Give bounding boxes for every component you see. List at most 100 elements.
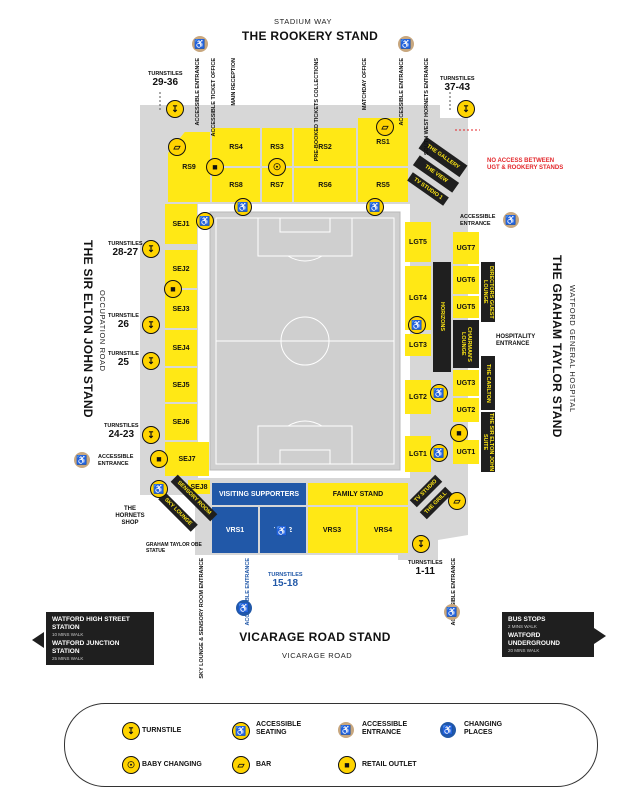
block-rs5[interactable]: RS5: [358, 168, 408, 202]
block-visiting-supporters[interactable]: VISITING SUPPORTERS: [212, 483, 306, 505]
block-lgt5[interactable]: LGT5: [405, 222, 431, 262]
accessible-entrance-icon: ♿: [74, 452, 90, 468]
sign-title: WATFORD JUNCTION STATION: [52, 639, 120, 655]
block-rs6[interactable]: RS6: [294, 168, 356, 202]
baby-changing-icon: ☉: [268, 158, 286, 176]
label-prebooked-tickets: PRE-BOOKED TICKETS COLLECTIONS: [314, 58, 320, 162]
accessible-entrance-icon: ♿: [192, 36, 208, 52]
carlton-label: THE CARLTON: [485, 363, 491, 403]
area-directors-lounge[interactable]: DIRECTORS GUEST LOUNGE: [481, 262, 495, 322]
sign-bus-stops: BUS STOPS 2 MINS WALK WATFORD UNDERGROUN…: [502, 612, 594, 658]
sign-sub: 10 MINS WALK: [52, 631, 84, 637]
retail-outlet-icon: ■: [164, 280, 182, 298]
block-ugt6[interactable]: UGT6: [453, 266, 479, 294]
elton-suite-label: THE SIR ELTON JOHN SUITE: [482, 412, 494, 472]
block-vrs1[interactable]: VRS1: [212, 507, 258, 553]
bar-icon: ▱: [376, 118, 394, 136]
turnstile-icon: ↧: [142, 352, 160, 370]
block-sej6[interactable]: SEJ6: [165, 404, 197, 440]
ts-num: 37-43: [444, 81, 471, 93]
block-ugt5[interactable]: UGT5: [453, 296, 479, 318]
accessible-seating-icon: ♿: [196, 212, 214, 230]
block-ugt1[interactable]: UGT1: [453, 440, 479, 464]
accessible-entrance-icon: ♿: [338, 722, 354, 738]
legend: [64, 703, 598, 787]
ts-num: 15-18: [272, 577, 299, 589]
area-chairmans-lounge[interactable]: CHAIRMAN'S LOUNGE: [453, 320, 479, 368]
bar-icon: ▱: [448, 492, 466, 510]
accessible-seating-icon: ♿: [430, 444, 448, 462]
turnstile-icon: ↧: [142, 426, 160, 444]
legend-retail-outlet: RETAIL OUTLET: [362, 761, 417, 768]
stand-title-rookery: THE ROOKERY STAND: [241, 29, 379, 43]
legend-accessible-entrance: ACCESSIBLE ENTRANCE: [362, 721, 408, 737]
accessible-seating-icon: ♿: [232, 722, 250, 740]
accessible-entrance-icon: ♿: [444, 604, 460, 620]
sign-title: BUS STOPS: [508, 616, 546, 623]
block-sej5[interactable]: SEJ5: [165, 368, 197, 402]
legend-accessible-seating: ACCESSIBLE SEATING: [256, 721, 302, 737]
accessible-seating-icon: ♿: [274, 523, 290, 539]
ts-label: TURNSTILES: [104, 423, 139, 429]
area-the-carlton[interactable]: THE CARLTON: [481, 356, 495, 410]
block-sej1[interactable]: SEJ1: [165, 204, 197, 244]
legend-bar: BAR: [256, 761, 272, 768]
turnstile-icon: ↧: [122, 722, 140, 740]
ts-label: TURNSTILE: [108, 313, 139, 319]
ts-label: TURNSTILE: [108, 351, 139, 357]
sign-sub: 2 MINS WALK: [508, 623, 537, 629]
accessible-seating-icon: ♿: [150, 480, 168, 498]
block-rs2[interactable]: RS2: [294, 128, 356, 166]
block-vrs4[interactable]: VRS4: [358, 507, 408, 553]
stand-title-elton-john: THE SIR ELTON JOHN STAND: [81, 240, 95, 418]
area-elton-john-suite[interactable]: THE SIR ELTON JOHN SUITE: [481, 412, 495, 472]
statue-label: GRAHAM TAYLOR OBE STATUE: [146, 542, 202, 554]
block-ugt7[interactable]: UGT7: [453, 232, 479, 264]
block-vrs3[interactable]: VRS3: [308, 507, 356, 553]
retail-outlet-icon: ■: [206, 158, 224, 176]
block-ugt3[interactable]: UGT3: [453, 370, 479, 396]
block-family-stand[interactable]: FAMILY STAND: [308, 483, 408, 505]
block-sej4[interactable]: SEJ4: [165, 330, 197, 366]
retail-outlet-icon: ■: [150, 450, 168, 468]
ts-label: TURNSTILES: [268, 572, 303, 578]
road-occupation: OCCUPATION ROAD: [98, 290, 107, 372]
retail-outlet-icon: ■: [338, 756, 356, 774]
label-main-reception: MAIN RECEPTION: [231, 58, 237, 106]
sign-sub: 20 MINS WALK: [508, 647, 540, 653]
sign-watford-high-street: WATFORD HIGH STREET STATION 10 MINS WALK…: [46, 612, 154, 665]
no-access-note: NO ACCESS BETWEEN UGT & ROOKERY STANDS: [487, 158, 564, 172]
ts-num: 29-36: [152, 76, 179, 88]
block-rs3[interactable]: RS3: [262, 128, 292, 166]
turnstile-icon: ↧: [142, 240, 160, 258]
ts-num: 24-23: [108, 428, 135, 440]
accessible-seating-icon: ♿: [366, 198, 384, 216]
turnstile-icon: ↧: [457, 100, 475, 118]
accessible-entrance-icon: ♿: [398, 36, 414, 52]
retail-outlet-icon: ■: [450, 424, 468, 442]
hornets-shop-label: THE HORNETS SHOP: [115, 506, 145, 527]
block-lgt2[interactable]: LGT2: [405, 380, 431, 414]
directors-label: DIRECTORS GUEST LOUNGE: [482, 265, 494, 319]
accessible-entrance-icon: ♿: [503, 212, 519, 228]
block-lgt1[interactable]: LGT1: [405, 436, 431, 472]
block-sej7[interactable]: SEJ7: [165, 442, 209, 476]
block-ugt2[interactable]: UGT2: [453, 398, 479, 422]
label-acc-entrance-top-right: ACCESSIBLE ENTRANCE: [399, 58, 405, 126]
hospitality-entrance-label: HOSPITALITY ENTRANCE: [496, 334, 536, 348]
area-horizons[interactable]: HORIZONS: [433, 262, 451, 372]
ts-label: TURNSTILES: [108, 241, 143, 247]
left-arrow-icon: [32, 632, 44, 648]
turnstile-icon: ↧: [412, 535, 430, 553]
accessible-seating-icon: ♿: [408, 316, 426, 334]
sign-sub: 25 MINS WALK: [52, 655, 84, 661]
sign-title: WATFORD HIGH STREET STATION: [52, 616, 130, 631]
label-acc-ticket-office: ACCESSIBLE TICKET OFFICE: [211, 58, 217, 137]
block-rs4[interactable]: RS4: [212, 128, 260, 166]
changing-places-icon: ♿: [236, 600, 252, 616]
block-lgt3[interactable]: LGT3: [405, 334, 431, 356]
